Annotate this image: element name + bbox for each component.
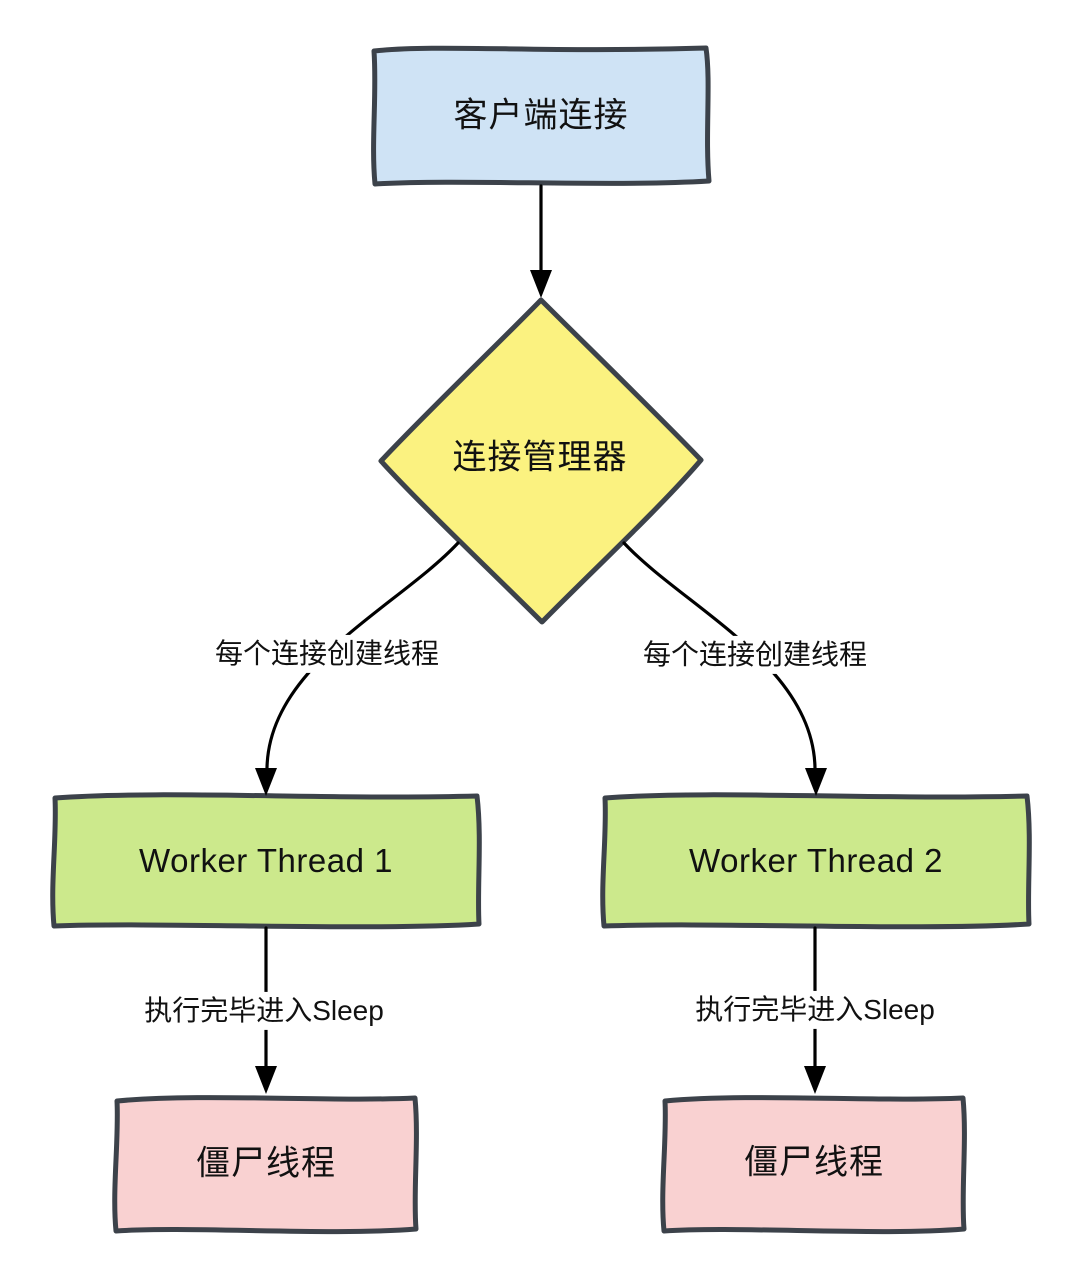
client-connection-node bbox=[371, 45, 712, 187]
arrowhead-client-to-manager bbox=[530, 270, 552, 298]
zombie-thread-2-label: 僵尸线程 bbox=[744, 1143, 884, 1182]
zombie-thread-2-node bbox=[660, 1095, 967, 1235]
edge-label-create-thread-left: 每个连接创建线程 bbox=[206, 634, 448, 674]
zombie-thread-1-node bbox=[112, 1095, 419, 1235]
worker-thread-2-node bbox=[600, 792, 1032, 930]
zombie-thread-1-label: 僵尸线程 bbox=[196, 1144, 336, 1183]
arrowhead-worker1-to-zombie1 bbox=[255, 1066, 277, 1094]
connection-manager-label: 连接管理器 bbox=[452, 438, 628, 477]
worker-thread-2-label: Worker Thread 2 bbox=[689, 842, 943, 880]
arrowhead-worker2-to-zombie2 bbox=[804, 1066, 826, 1094]
node-shapes-group bbox=[50, 45, 1032, 1235]
arrowhead-manager-to-worker1 bbox=[255, 768, 277, 796]
arrowhead-manager-to-worker2 bbox=[805, 768, 827, 796]
edge-label-sleep-left: 执行完毕进入Sleep bbox=[136, 991, 392, 1031]
edge-label-sleep-right: 执行完毕进入Sleep bbox=[687, 990, 943, 1030]
connection-manager-diamond bbox=[378, 297, 704, 625]
worker-thread-1-label: Worker Thread 1 bbox=[139, 842, 393, 880]
worker-thread-1-node bbox=[50, 792, 482, 930]
edge-label-create-thread-right: 每个连接创建线程 bbox=[634, 635, 876, 675]
client-connection-label: 客户端连接 bbox=[453, 96, 629, 135]
